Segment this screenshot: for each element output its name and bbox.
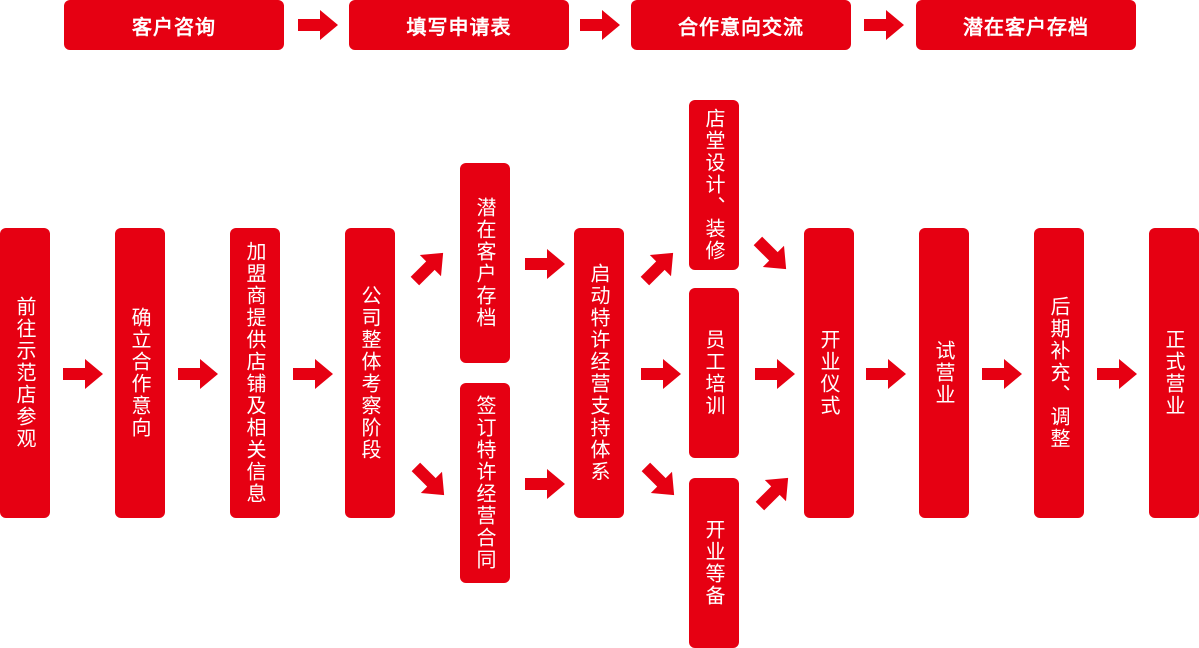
arrow-up-right-icon (634, 242, 683, 291)
arrow-right-icon (178, 359, 218, 389)
step-company-assessment: 公司整体考察阶段 (345, 228, 395, 518)
step-label: 员工培训 (702, 329, 726, 417)
step-label: 后期补充、调整 (1047, 296, 1071, 450)
arrow-right-icon (755, 359, 795, 389)
step-official-opening: 正式营业 (1149, 228, 1199, 518)
top-step-consult: 客户咨询 (64, 0, 284, 50)
step-later-adjustment: 后期补充、调整 (1034, 228, 1084, 518)
arrow-up-right-icon (404, 242, 453, 291)
step-label: 加盟商提供店铺及相关信息 (243, 241, 267, 505)
step-label: 潜在客户存档 (473, 197, 497, 329)
top-step-application: 填写申请表 (349, 0, 569, 50)
top-step-label: 潜在客户存档 (963, 14, 1089, 39)
step-label: 公司整体考察阶段 (358, 285, 382, 461)
step-label: 正式营业 (1162, 329, 1186, 417)
arrow-right-icon (1097, 359, 1137, 389)
step-label: 签订特许经营合同 (473, 395, 497, 571)
step-store-info: 加盟商提供店铺及相关信息 (230, 228, 280, 518)
step-label: 前往示范店参观 (13, 296, 37, 450)
step-staff-training: 员工培训 (689, 288, 739, 458)
top-step-label: 填写申请表 (406, 14, 512, 39)
arrow-right-icon (641, 359, 681, 389)
arrow-up-right-icon (749, 467, 798, 516)
step-visit-demo-store: 前往示范店参观 (0, 228, 50, 518)
step-label: 确立合作意向 (128, 307, 152, 439)
arrow-right-icon (63, 359, 103, 389)
arrow-right-icon (298, 10, 338, 40)
arrow-right-icon (525, 469, 565, 499)
arrow-down-right-icon (405, 456, 454, 505)
arrow-right-icon (580, 10, 620, 40)
arrow-down-right-icon (635, 456, 684, 505)
arrow-right-icon (293, 359, 333, 389)
top-step-archive: 潜在客户存档 (916, 0, 1136, 50)
step-launch-support: 启动特许经营支持体系 (574, 228, 624, 518)
arrow-right-icon (525, 249, 565, 279)
step-store-design: 店堂设计、装修 (689, 100, 739, 270)
step-label: 开业仪式 (817, 329, 841, 417)
step-label: 店堂设计、装修 (702, 108, 726, 262)
step-sign-contract: 签订特许经营合同 (460, 383, 510, 583)
step-opening-ceremony: 开业仪式 (804, 228, 854, 518)
top-step-label: 客户咨询 (132, 14, 216, 39)
step-confirm-intent: 确立合作意向 (115, 228, 165, 518)
arrow-right-icon (982, 359, 1022, 389)
step-archive-client: 潜在客户存档 (460, 163, 510, 363)
step-label: 开业等备 (702, 519, 726, 607)
top-step-label: 合作意向交流 (678, 14, 804, 39)
step-label: 启动特许经营支持体系 (587, 263, 611, 483)
step-label: 试营业 (932, 340, 956, 406)
top-step-intent-exchange: 合作意向交流 (631, 0, 851, 50)
step-trial-operation: 试营业 (919, 228, 969, 518)
arrow-down-right-icon (747, 230, 796, 279)
arrow-right-icon (866, 359, 906, 389)
step-opening-prep: 开业等备 (689, 478, 739, 648)
arrow-right-icon (864, 10, 904, 40)
